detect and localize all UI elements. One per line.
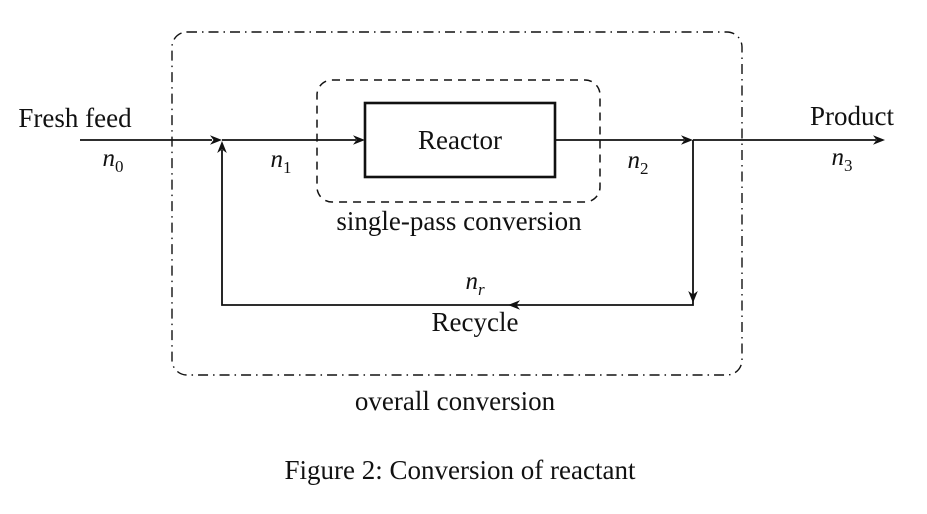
recycle-down-arrowhead — [688, 291, 698, 303]
recycle-label: Recycle — [431, 307, 519, 337]
overall-conversion-boundary-box — [171, 31, 743, 376]
mixed-feed-symbol: n1 — [270, 145, 292, 177]
fresh-feed-symbol-math: n0 — [102, 145, 124, 176]
recycle-left-arrowhead — [508, 300, 520, 310]
split-junction-arrowhead — [681, 135, 693, 145]
fresh-feed-arrowhead — [210, 135, 222, 145]
single-pass-conversion-label: single-pass conversion — [336, 206, 582, 236]
reactor-inlet-arrowhead — [353, 135, 365, 145]
product-symbol: n3 — [831, 143, 853, 175]
product-symbol-math: n3 — [831, 144, 853, 175]
reactor-outlet-symbol-math: n2 — [627, 147, 649, 178]
single-pass-boundary-box — [316, 79, 601, 203]
product-label: Product — [810, 101, 894, 131]
figure-caption: Figure 2: Conversion of reactant — [284, 455, 636, 485]
mixed-feed-symbol-math: n1 — [270, 146, 292, 177]
fresh-feed-symbol: n0 — [102, 144, 124, 176]
overall-conversion-label: overall conversion — [354, 386, 556, 416]
reactor-outlet-symbol: n2 — [627, 146, 649, 178]
recycle-loop-line — [221, 140, 694, 306]
product-arrowhead — [873, 135, 885, 145]
recycle-symbol: nr — [465, 267, 485, 299]
reactor-box-label: Reactor — [418, 124, 502, 155]
fresh-feed-label: Fresh feed — [18, 103, 132, 133]
recycle-symbol-math: nr — [465, 268, 485, 299]
recycle-up-arrowhead — [217, 141, 227, 153]
